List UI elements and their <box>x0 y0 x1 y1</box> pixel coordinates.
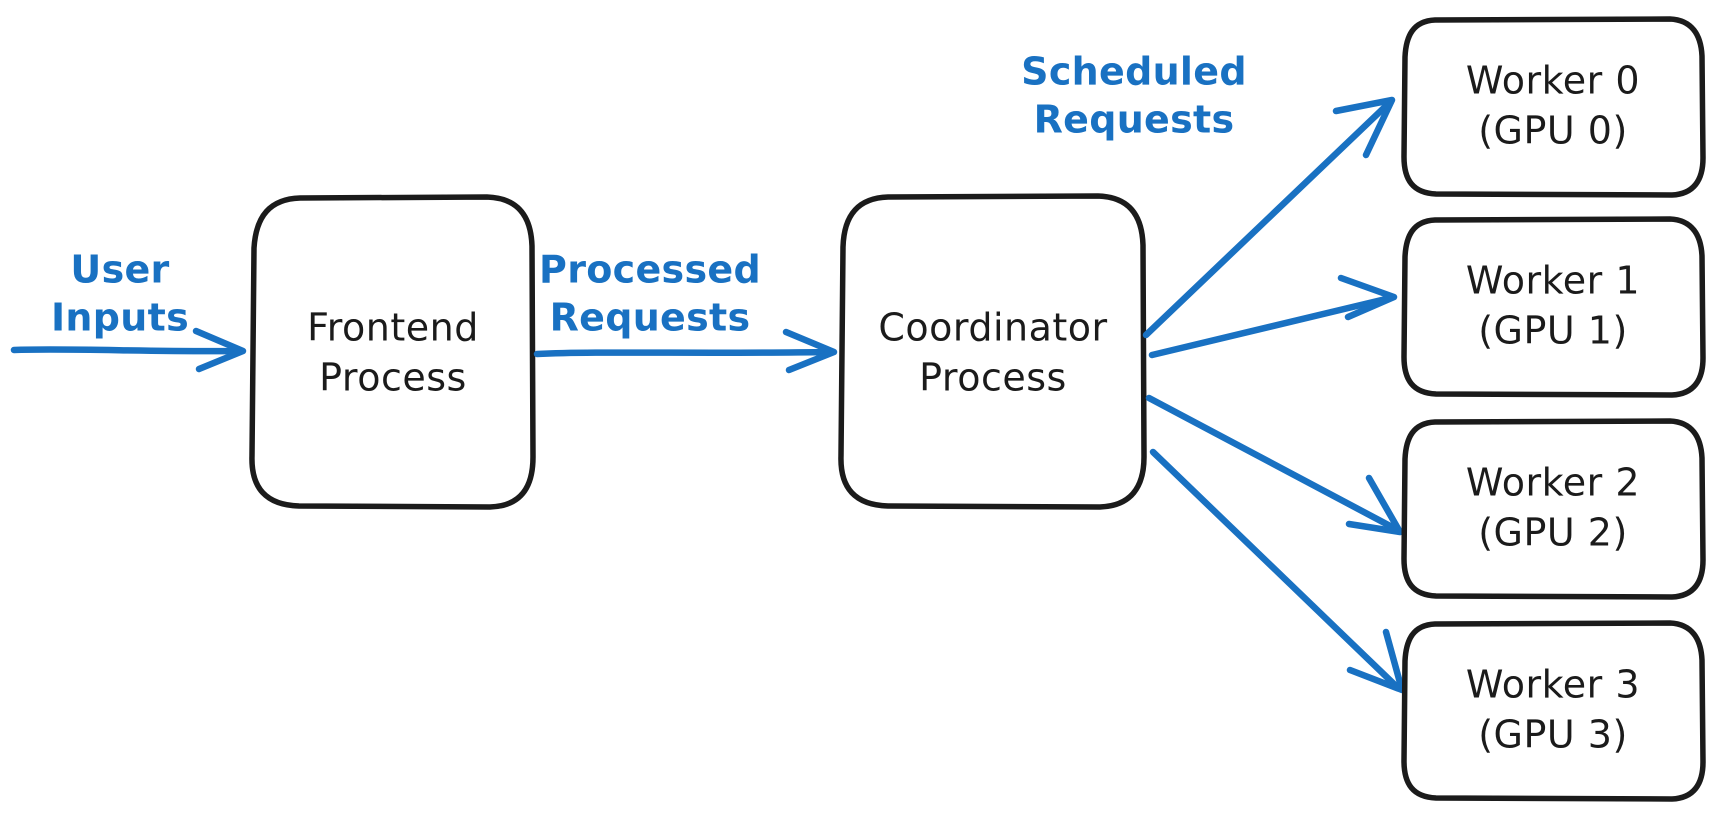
node-coordinator-process[interactable]: Coordinator Process <box>838 193 1147 510</box>
node-frontend-process[interactable]: Frontend Process <box>249 194 536 510</box>
node-worker0-label-line-1: (GPU 0) <box>1478 109 1628 153</box>
edge-frontend-to-coordinator <box>533 328 838 374</box>
edge-coordinator-to-worker0 <box>1142 96 1396 339</box>
edge-coordinator-to-worker0-arrowhead <box>1332 96 1396 159</box>
node-worker3-label-line-0: Worker 3 <box>1466 663 1640 707</box>
node-frontend-process-label-line-0: Frontend <box>307 306 479 350</box>
edge-user-to-frontend-arrowhead <box>192 327 247 373</box>
node-worker3-label-line-1: (GPU 3) <box>1478 713 1628 757</box>
edge-label-scheduled-requests: Scheduled Requests <box>1021 50 1247 142</box>
edge-label-processed-requests: Processed Requests <box>539 248 761 340</box>
edge-label-processed-requests-line-1: Requests <box>550 296 751 340</box>
node-worker1-label-line-0: Worker 1 <box>1466 259 1640 303</box>
edge-user-to-frontend-line <box>10 346 242 355</box>
node-coordinator-process-label-line-1: Process <box>919 356 1067 400</box>
node-worker3[interactable]: Worker 3 (GPU 3) <box>1401 620 1706 802</box>
edge-coordinator-to-worker3-line <box>1149 448 1400 690</box>
edge-label-user-inputs: User Inputs <box>51 248 189 340</box>
edge-coordinator-to-worker1 <box>1148 274 1398 359</box>
edge-coordinator-to-worker0-line <box>1142 100 1392 339</box>
node-worker2-label-line-1: (GPU 2) <box>1478 511 1628 555</box>
node-worker1-label-line-1: (GPU 1) <box>1478 309 1628 353</box>
edge-frontend-to-coordinator-arrowhead <box>782 328 838 374</box>
edge-label-user-inputs-line-1: Inputs <box>51 296 189 340</box>
node-frontend-process-shape <box>249 194 536 510</box>
edge-label-user-inputs-line-0: User <box>70 248 169 292</box>
edge-coordinator-to-worker1-arrowhead <box>1337 274 1398 321</box>
edge-coordinator-to-worker3 <box>1149 448 1406 694</box>
node-worker0[interactable]: Worker 0 (GPU 0) <box>1401 16 1706 198</box>
edge-label-scheduled-requests-line-0: Scheduled <box>1021 50 1247 94</box>
edge-label-scheduled-requests-line-1: Requests <box>1034 98 1235 142</box>
edge-user-to-frontend <box>10 327 247 373</box>
node-worker1[interactable]: Worker 1 (GPU 1) <box>1401 216 1706 398</box>
node-worker0-label-line-0: Worker 0 <box>1466 59 1640 103</box>
node-coordinator-process-label-line-0: Coordinator <box>878 306 1107 350</box>
node-worker2-shape <box>1401 418 1706 600</box>
edge-coordinator-to-worker1-line <box>1148 294 1394 359</box>
edge-label-processed-requests-line-0: Processed <box>539 248 761 292</box>
edge-coordinator-to-worker2-arrowhead <box>1345 474 1404 536</box>
edge-coordinator-to-worker2-line <box>1145 394 1398 532</box>
node-frontend-process-label-line-1: Process <box>319 356 467 400</box>
node-worker0-shape <box>1401 16 1706 198</box>
node-worker2-label-line-0: Worker 2 <box>1466 461 1640 505</box>
node-worker3-shape <box>1401 620 1706 802</box>
node-coordinator-process-shape <box>838 193 1147 510</box>
node-worker1-shape <box>1401 216 1706 398</box>
node-worker2[interactable]: Worker 2 (GPU 2) <box>1401 418 1706 600</box>
edge-frontend-to-coordinator-line <box>533 348 833 358</box>
edge-coordinator-to-worker2 <box>1145 394 1404 536</box>
